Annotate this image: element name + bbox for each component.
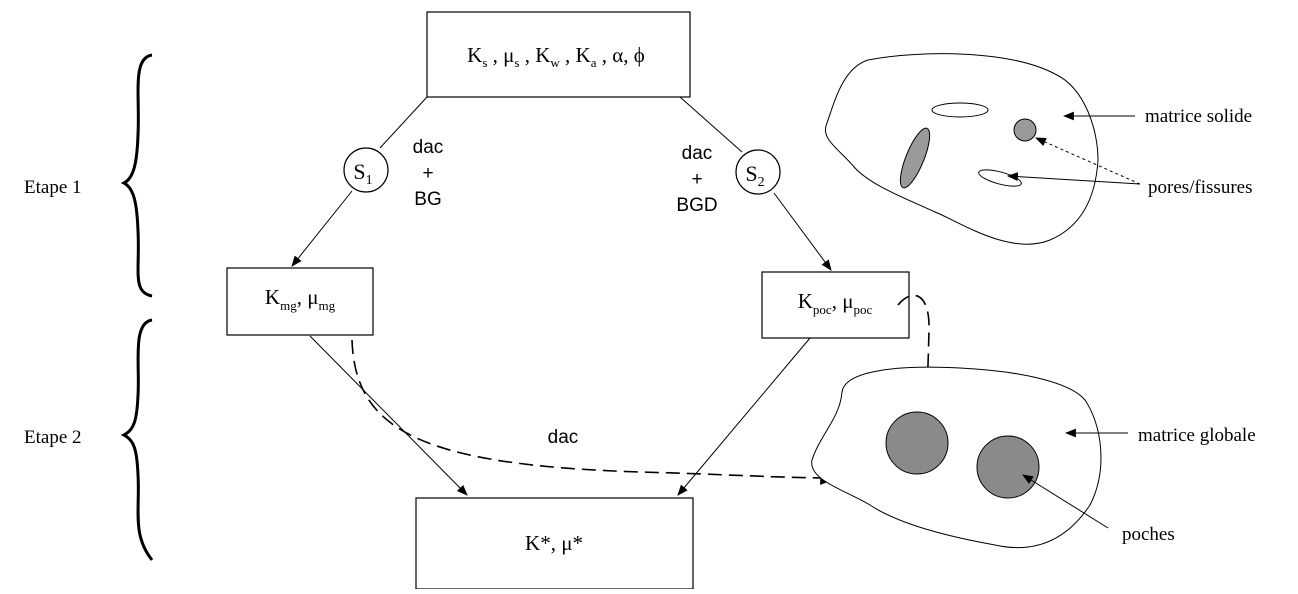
left-edge-label-dac: dac xyxy=(413,137,444,158)
label-poches: poches xyxy=(1122,524,1175,545)
left-box-label: Kmg, μmg xyxy=(265,285,336,313)
label-pores-fissures: pores/fissures xyxy=(1148,177,1252,198)
global-matrix-shape xyxy=(811,366,1102,549)
solid-matrix-shape xyxy=(824,53,1099,245)
edge-left-to-bottom xyxy=(309,335,468,496)
edge-right-to-bottom xyxy=(677,337,811,496)
label-matrice-globale: matrice globale xyxy=(1138,425,1256,446)
bottom-box xyxy=(415,497,694,590)
arrow-pocket xyxy=(1022,474,1109,529)
crack-ellipse-small xyxy=(978,169,1022,187)
crack-ellipse-tilted xyxy=(899,127,931,189)
middle-edge-label-dac: dac xyxy=(548,427,579,448)
right-edge-label-dac: dac xyxy=(682,143,713,164)
right-box xyxy=(761,271,910,339)
s2-node xyxy=(735,149,781,195)
left-edge-label-plus: + xyxy=(422,163,433,184)
right-edge-label-bgd: BGD xyxy=(676,195,717,216)
right-edge-label-plus: + xyxy=(691,169,702,190)
s1-node-label: S1 xyxy=(353,159,372,188)
left-edge-label-bg: BG xyxy=(414,189,441,210)
label-matrice-solide: matrice solide xyxy=(1145,106,1252,127)
top-box-label: Ks , μs , Kw , Ka , α, ϕ xyxy=(467,43,645,70)
pore-circle xyxy=(1013,118,1037,142)
s2-node-label: S2 xyxy=(745,161,764,190)
edge-top-to-s2 xyxy=(679,96,743,153)
s1-node xyxy=(343,147,389,193)
stage2-label: Etape 2 xyxy=(24,427,82,448)
pore-ellipse-horizontal xyxy=(931,102,989,118)
arrow-fissures xyxy=(1006,172,1141,185)
pocket-circle-right xyxy=(976,435,1040,499)
stage1-brace xyxy=(120,53,153,298)
edge-top-to-s1 xyxy=(379,96,428,149)
right-box-label: Kpoc, μpoc xyxy=(798,289,873,317)
stage2-brace xyxy=(120,318,154,561)
top-box xyxy=(426,11,691,98)
dotted-arrow-pores xyxy=(1034,137,1141,185)
pocket-circle-left xyxy=(885,411,949,475)
edge-s2-to-right xyxy=(773,192,832,271)
edge-s1-to-left xyxy=(291,190,353,267)
bottom-box-label: K*, μ* xyxy=(525,531,583,555)
left-box xyxy=(226,267,374,336)
dashed-edge-left-to-global-matrix xyxy=(351,339,838,486)
stage1-label: Etape 1 xyxy=(24,177,82,198)
